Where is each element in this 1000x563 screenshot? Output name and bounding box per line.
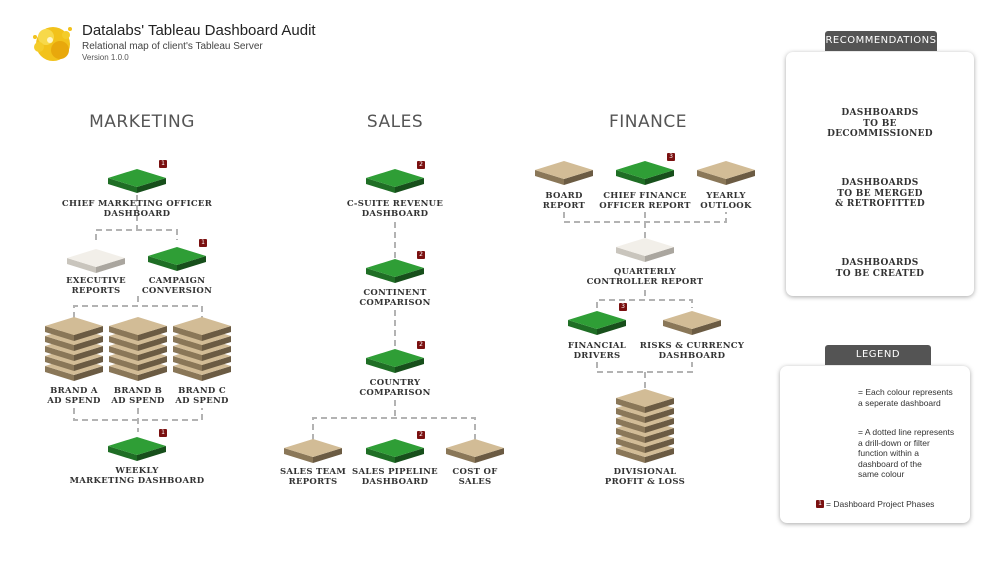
dotted-connector — [73, 305, 203, 318]
node-brand-b-label: BRAND B AD SPEND — [111, 386, 165, 406]
phase-badge-cfo: 3 — [667, 153, 675, 161]
node-weekly-label: WEEKLY MARKETING DASHBOARD — [69, 466, 205, 486]
recommendations-header: RECOMMENDATIONS — [825, 31, 937, 51]
recommendation-merge: DASHBOARDS TO BE MERGED & RETROFITTED — [835, 178, 925, 209]
node-exec-label: EXECUTIVE REPORTS — [66, 276, 126, 296]
stack-brand-b-layer — [109, 317, 167, 341]
node-quarterly-label: QUARTERLY CONTROLLER REPORT — [586, 267, 704, 287]
legend-item-phases: = Dashboard Project Phases — [826, 499, 935, 509]
datalabs-logo-icon — [33, 27, 72, 61]
tile-continent-comparison — [366, 259, 424, 283]
page-title: Datalabs' Tableau Dashboard Audit — [82, 22, 316, 39]
recommendations-panel — [786, 52, 974, 296]
node-campaign-label: CAMPAIGN CONVERSION — [141, 276, 213, 296]
phase-badge-drivers: 3 — [619, 303, 627, 311]
tile-sales-team-reports — [284, 439, 342, 463]
tile-risks-currency — [663, 311, 721, 335]
node-country-label: COUNTRY COMPARISON — [359, 378, 431, 398]
stack-brand-a-layer — [45, 317, 103, 341]
legend-item-dotted-line: = A dotted line represents a drill-down … — [858, 427, 955, 479]
phase-badge-weekly: 1 — [159, 429, 167, 437]
stack-divisional-layer — [616, 389, 674, 413]
tile-cfo-report — [616, 161, 674, 185]
legend-panel — [780, 366, 970, 523]
tile-weekly-marketing — [108, 437, 166, 461]
node-yearly-label: YEARLY OUTLOOK — [700, 191, 752, 211]
node-cmo-label: CHIEF MARKETING OFFICER DASHBOARD — [61, 199, 213, 219]
tile-sales-pipeline — [366, 439, 424, 463]
tile-quarterly-controller — [616, 238, 674, 262]
recommendation-create: DASHBOARDS TO BE CREATED — [835, 258, 925, 279]
tile-campaign-conversion — [148, 247, 206, 271]
node-pipeline-label: SALES PIPELINE DASHBOARD — [352, 467, 438, 487]
node-cost-label: COST OF SALES — [452, 467, 498, 487]
phase-badge-campaign: 1 — [199, 239, 207, 247]
tile-cost-of-sales — [446, 439, 504, 463]
version-label: Version 1.0.0 — [82, 53, 129, 62]
phase-badge-cmo: 1 — [159, 160, 167, 168]
section-marketing: MARKETING — [89, 112, 195, 132]
tile-csuite-revenue — [366, 169, 424, 193]
node-continent-label: CONTINENT COMPARISON — [359, 288, 431, 308]
node-sales-team-label: SALES TEAM REPORTS — [279, 467, 347, 487]
page-subtitle: Relational map of client's Tableau Serve… — [82, 41, 263, 52]
dotted-connectors — [73, 195, 827, 458]
phase-badge-continent: 2 — [417, 251, 425, 259]
tile-yearly-outlook — [697, 161, 755, 185]
recommendation-decommission: DASHBOARDS TO BE DECOMMISSIONED — [827, 108, 933, 139]
node-board-label: BOARD REPORT — [542, 191, 586, 211]
section-sales: SALES — [366, 112, 424, 132]
legend-item-colour: = Each colour represents a seperate dash… — [858, 387, 953, 408]
node-drivers-label: FINANCIAL DRIVERS — [567, 341, 627, 361]
dotted-connector — [596, 362, 693, 373]
node-brand-c-label: BRAND C AD SPEND — [175, 386, 229, 406]
dotted-connector — [312, 417, 476, 440]
tile-executive-reports — [67, 249, 125, 273]
phase-badge-csuite: 2 — [417, 161, 425, 169]
tile-financial-drivers — [568, 311, 626, 335]
legend-header: LEGEND — [825, 345, 931, 365]
tile-board-report — [535, 161, 593, 185]
dotted-connector — [596, 299, 693, 308]
node-cfo-label: CHIEF FINANCE OFFICER REPORT — [599, 191, 691, 211]
node-risks-label: RISKS & CURRENCY DASHBOARD — [639, 341, 745, 361]
stack-brand-c-layer — [173, 317, 231, 341]
node-divisional-label: DIVISIONAL PROFIT & LOSS — [604, 467, 686, 487]
node-csuite-label: C-SUITE REVENUE DASHBOARD — [346, 199, 444, 219]
dotted-connector — [95, 229, 178, 240]
phase-badge-country: 2 — [417, 341, 425, 349]
node-brand-a-label: BRAND A AD SPEND — [47, 386, 101, 406]
section-finance: FINANCE — [609, 112, 687, 132]
legend-phase-badge: 1 — [816, 500, 824, 508]
phase-badge-pipeline: 2 — [417, 431, 425, 439]
tile-country-comparison — [366, 349, 424, 373]
tile-cmo-dashboard — [108, 169, 166, 193]
